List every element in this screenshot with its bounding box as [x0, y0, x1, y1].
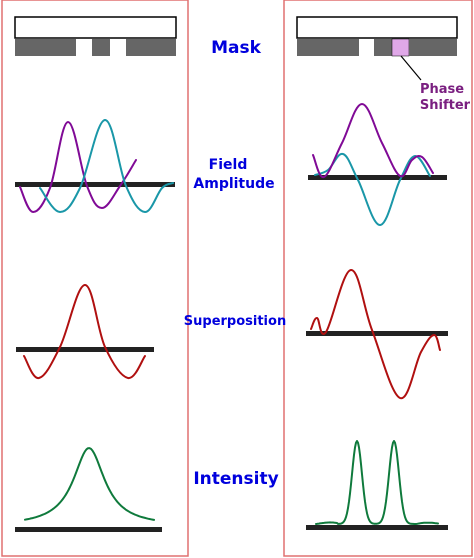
right-intensity-curve [315, 440, 439, 525]
right-intensity-axis [306, 525, 448, 530]
right-purple-field-wave [312, 103, 434, 179]
right-panel [283, 0, 473, 557]
right-mask-chrome-3 [409, 39, 457, 56]
mask-label: Mask [211, 38, 262, 58]
field-amplitude-label-line2: Amplitude [193, 176, 274, 192]
left-mask-substrate [14, 16, 177, 39]
left-intensity-axis [15, 527, 162, 532]
right-mask-chrome-2 [374, 39, 392, 56]
left-teal-field-wave [39, 118, 174, 213]
right-mask-substrate [296, 16, 458, 39]
phase-shifter-label-line1: Phase [420, 82, 464, 97]
phase-shifter-pointer [400, 55, 422, 81]
left-mask-chrome-1 [15, 39, 76, 56]
left-field-axis [15, 182, 175, 187]
right-superposition-axis [306, 331, 448, 336]
right-field-axis [308, 175, 447, 180]
left-intensity-curve [24, 447, 155, 521]
left-panel [1, 0, 189, 557]
right-mask-chrome-1 [297, 39, 359, 56]
intensity-label: Intensity [193, 469, 278, 489]
field-amplitude-label-line1: Field [209, 157, 248, 173]
phase-shifter-label-line2: Shifter [420, 98, 471, 113]
left-superposition-axis [16, 347, 154, 352]
right-superposition-wave [310, 268, 441, 400]
left-superposition-wave [23, 284, 146, 379]
phase-shifter [391, 38, 410, 57]
left-mask-chrome-2 [92, 39, 110, 56]
superposition-label: Superposition [184, 314, 286, 329]
left-purple-field-wave [19, 120, 137, 213]
left-mask-chrome-3 [126, 39, 176, 56]
right-mask [296, 16, 458, 81]
left-mask [14, 16, 177, 56]
